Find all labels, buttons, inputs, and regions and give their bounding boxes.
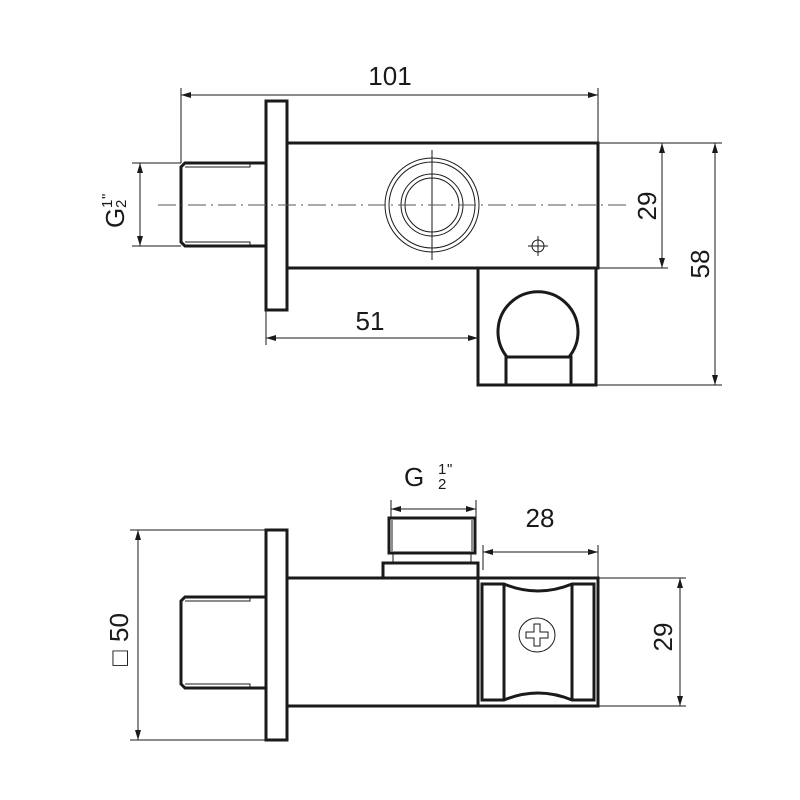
dim-body-height-label: 29 [648, 623, 678, 652]
square-symbol: □ [104, 650, 134, 666]
thread-denominator: 2 [438, 476, 446, 493]
flange [264, 528, 289, 742]
flange-size-label: □ 50 [104, 613, 134, 666]
screw-icon [518, 617, 556, 653]
dim-handle-width-label: 28 [526, 503, 555, 533]
thread-unit: " [447, 461, 452, 478]
thread-prefix: G [404, 462, 424, 492]
handle-bracket [476, 266, 598, 387]
dim-offset-label: 51 [356, 306, 385, 336]
outlet-nipple [381, 516, 480, 580]
dim-total-height-label: 58 [685, 250, 715, 279]
side-view: G 1 2 " 28 29 □ 50 [104, 461, 686, 742]
thread-numerator: 1 [438, 461, 446, 478]
thread-label: G 1 2 " [404, 461, 452, 493]
thread-label: G 1 2 " [99, 194, 130, 228]
handle [476, 576, 600, 708]
screw-mark [528, 236, 548, 256]
thread-denominator: 2 [113, 200, 130, 208]
dim-flange-label: 50 [104, 613, 134, 642]
thread-prefix: G [100, 208, 130, 228]
thread-unit: " [99, 194, 116, 199]
threaded-inlet [179, 595, 266, 690]
dim-body-height-label: 29 [632, 192, 662, 221]
top-view: 101 51 29 58 G 1 2 " [99, 61, 722, 387]
valve-body [285, 576, 600, 708]
thread-numerator: 1 [99, 200, 116, 208]
dim-length-label: 101 [368, 61, 411, 91]
